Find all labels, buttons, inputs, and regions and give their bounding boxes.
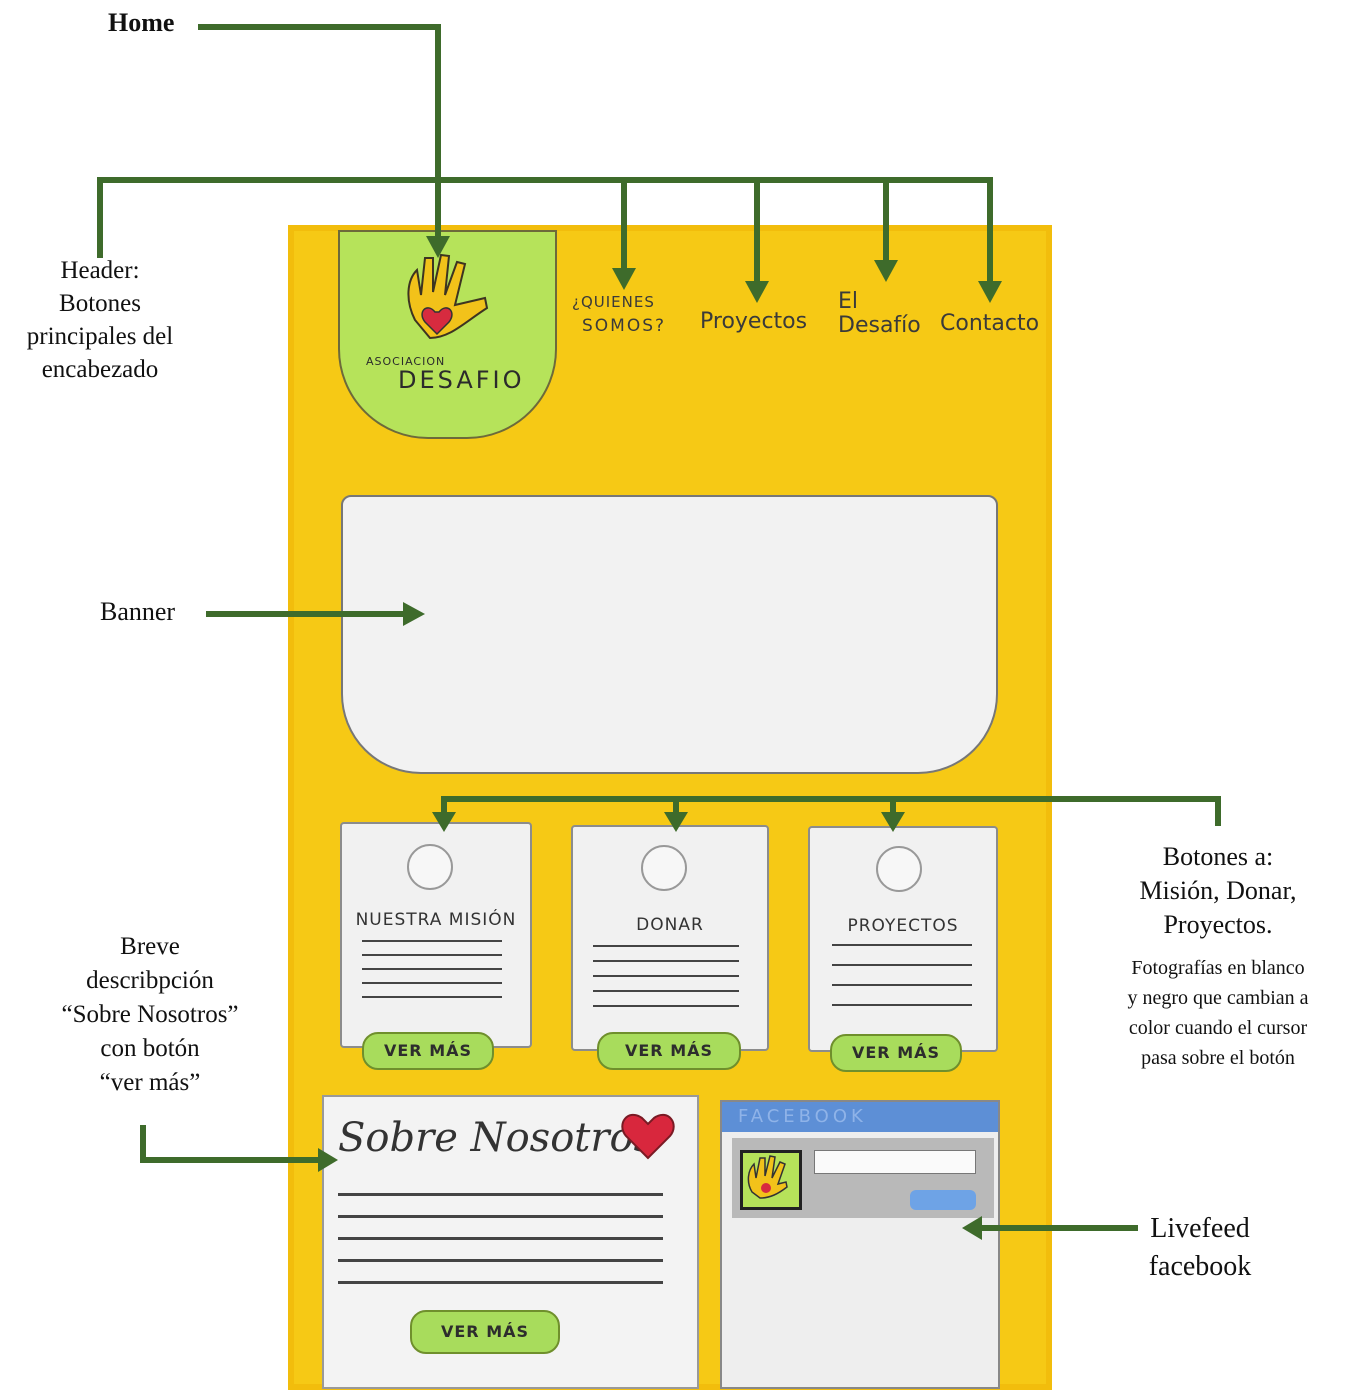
- nav-proyectos[interactable]: Proyectos: [700, 310, 807, 334]
- photo-placeholder-icon: [876, 846, 922, 892]
- annotation-line: con botón: [100, 1035, 200, 1062]
- annotation-botones: Botones a: Misión, Donar, Proyectos.: [1078, 840, 1358, 942]
- annotation-line: facebook: [1148, 1251, 1252, 1282]
- annotation-line: pasa sobre el botón: [1141, 1047, 1295, 1069]
- text-line: [338, 1259, 663, 1262]
- text-line: [338, 1281, 663, 1284]
- text-line: [593, 975, 739, 977]
- text-line: [593, 1005, 739, 1007]
- facebook-text-field[interactable]: [814, 1150, 976, 1174]
- annotation-line: “ver más”: [99, 1069, 201, 1096]
- card-title: PROYECTOS: [847, 916, 959, 936]
- annotation-line: Botones: [59, 290, 141, 317]
- hand-logo-icon: [747, 1155, 788, 1199]
- facebook-livefeed[interactable]: FACEBOOK: [720, 1100, 1000, 1389]
- text-line: [832, 1004, 972, 1006]
- facebook-profile-bar: [732, 1138, 994, 1218]
- annotation-line: Proyectos.: [1163, 910, 1273, 939]
- text-line: [832, 944, 972, 946]
- text-line: [832, 984, 972, 986]
- facebook-header: FACEBOOK: [722, 1102, 998, 1132]
- text-line: [338, 1193, 663, 1196]
- annotation-line: Breve: [120, 933, 180, 960]
- sobre-title: Sobre Nosotros: [338, 1115, 655, 1161]
- text-line: [362, 996, 502, 998]
- hand-heart-icon: [407, 253, 489, 340]
- annotation-banner: Banner: [100, 597, 176, 626]
- text-line: [593, 945, 739, 947]
- card-title: NUESTRA MISIÓN: [355, 910, 517, 930]
- nav-label: Proyectos: [700, 309, 808, 334]
- ver-mas-mision-button[interactable]: VER MÁS: [362, 1032, 494, 1070]
- banner[interactable]: [341, 495, 998, 774]
- ver-mas-proyectos-button[interactable]: VER MÁS: [830, 1034, 962, 1072]
- nav-el-desafio[interactable]: El Desafío: [838, 290, 921, 338]
- text-line: [362, 982, 502, 984]
- text-line: [338, 1237, 663, 1240]
- card-donar[interactable]: DONAR: [571, 825, 769, 1051]
- annotation-line: Misión, Donar,: [1139, 876, 1297, 905]
- annotation-line: Header:: [60, 257, 140, 284]
- card-nuestra-mision[interactable]: NUESTRA MISIÓN: [340, 822, 532, 1048]
- logo-large-text: DESAFIO: [398, 366, 525, 394]
- nav-label-line2: SOMOS?: [582, 316, 667, 336]
- nav-label-line1: El: [838, 289, 859, 314]
- annotation-home: Home: [108, 8, 175, 37]
- annotation-line: describpción: [86, 967, 214, 994]
- annotation-line: encabezado: [41, 356, 159, 383]
- annotation-livefeed: Livefeed facebook: [1130, 1210, 1270, 1286]
- annotation-line: principales del: [26, 323, 174, 350]
- nav-label-line1: ¿QUIENES: [572, 293, 655, 311]
- nav-label-line2: Desafío: [838, 313, 921, 338]
- nav-contacto[interactable]: Contacto: [940, 312, 1039, 336]
- text-line: [593, 960, 739, 962]
- annotation-breve: Breve describpción “Sobre Nosotros” con …: [40, 930, 260, 1100]
- facebook-like-button[interactable]: [910, 1190, 976, 1210]
- heart-icon: [621, 1113, 675, 1160]
- annotation-line: Fotografías en blanco: [1131, 957, 1305, 979]
- annotation-line: color cuando el cursor: [1128, 1017, 1308, 1039]
- photo-placeholder-icon: [641, 845, 687, 891]
- text-line: [362, 954, 502, 956]
- logo-small-text: ASOCIACION: [366, 355, 446, 368]
- annotation-botones-note: Fotografías en blanco y negro que cambia…: [1078, 953, 1358, 1073]
- photo-placeholder-icon: [407, 844, 453, 890]
- annotation-header: Header: Botones principales del encabeza…: [0, 254, 200, 386]
- annotation-line: “Sobre Nosotros”: [61, 1001, 239, 1028]
- ver-mas-sobre-button[interactable]: VER MÁS: [410, 1310, 560, 1354]
- nav-label: Contacto: [940, 311, 1040, 336]
- nav-quienes-somos[interactable]: ¿QUIENES SOMOS?: [572, 290, 666, 338]
- annotation-line: y negro que cambian a: [1127, 987, 1309, 1009]
- text-line: [362, 968, 502, 970]
- annotation-line: Botones a:: [1162, 842, 1274, 871]
- text-line: [362, 940, 502, 942]
- text-line: [832, 964, 972, 966]
- text-line: [338, 1215, 663, 1218]
- annotation-line: Livefeed: [1150, 1213, 1250, 1244]
- text-line: [593, 990, 739, 992]
- ver-mas-donar-button[interactable]: VER MÁS: [597, 1032, 741, 1070]
- card-title: DONAR: [636, 915, 704, 935]
